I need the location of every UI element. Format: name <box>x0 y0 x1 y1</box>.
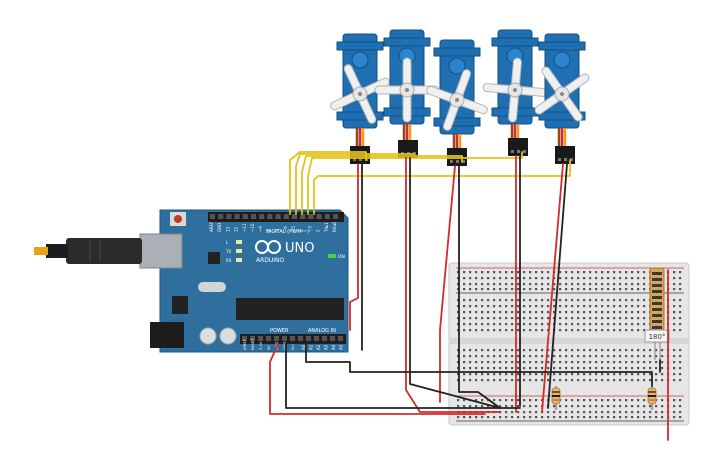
servo-horn <box>426 69 488 131</box>
digital-pin-label: 12 <box>234 226 239 232</box>
breadboard-holes <box>457 271 682 419</box>
digital-pin-label: 4 <box>299 229 304 232</box>
servo-motor <box>330 33 390 146</box>
servo-horn <box>374 57 440 123</box>
atmega-chip <box>236 298 344 320</box>
led-label: RX <box>226 258 232 263</box>
servo-horn <box>482 57 548 123</box>
power-pin-label: IOREF <box>243 339 247 350</box>
servo-horn <box>534 66 590 122</box>
digital-pin-label: 2 <box>316 229 321 232</box>
digital-pin-label: ~5 <box>291 226 296 232</box>
servo-connector <box>447 148 467 166</box>
led-label: TX <box>225 249 231 254</box>
digital-pin-label: 7 <box>275 229 280 232</box>
servo-connector <box>350 146 370 164</box>
digital-pin-label: ~9 <box>258 226 263 232</box>
signal-wire <box>295 153 415 215</box>
digital-pin-holes <box>210 214 343 341</box>
on-label: ON <box>338 254 345 260</box>
on-led <box>328 254 336 258</box>
power-wire <box>439 165 456 403</box>
usb-connector <box>139 233 183 269</box>
usb-cable <box>66 238 142 264</box>
servo-horn <box>330 64 390 124</box>
servo-connector <box>555 146 575 164</box>
digital-pin-label: 13 <box>225 226 230 232</box>
board-model: UNO <box>285 241 314 256</box>
servo-motor <box>374 29 440 142</box>
power-wire <box>349 163 359 331</box>
ground-wire <box>409 157 501 409</box>
signal-wire <box>307 151 523 215</box>
ground-wire <box>285 343 521 409</box>
power-wire <box>541 163 564 413</box>
power-pin-label: RESET <box>251 338 255 350</box>
capacitor-1 <box>199 327 217 345</box>
arduino-uno-board: UNO ARDUINO DIGITAL (PWM ~) POWER ANALOG… <box>34 209 349 353</box>
ground-wire <box>547 163 568 409</box>
servo-group <box>330 29 590 166</box>
digital-pin-label: ~6 <box>283 226 288 232</box>
digital-pin-label: ~11 <box>242 223 247 232</box>
led-labels: L TX RX <box>225 240 242 263</box>
power-wire <box>405 157 501 413</box>
power-pin-label: 5V <box>267 345 271 350</box>
power-wire <box>269 343 486 415</box>
analog-pin-label: A2 <box>316 344 321 350</box>
flex-sensor-label: 180° <box>649 333 666 341</box>
signal-wire <box>301 155 463 215</box>
servo-connector <box>508 138 528 156</box>
analog-pin-label: A1 <box>309 344 314 350</box>
digital-pin-label: RX◂0 <box>332 221 337 232</box>
power-header-label: POWER <box>270 328 289 334</box>
analog-header-label: ANALOG IN <box>308 328 336 334</box>
resistor-1 <box>551 386 561 410</box>
digital-pin-label: TX▸1 <box>324 222 329 233</box>
analog-pin-label: A5 <box>339 344 344 350</box>
analog-pin-label: A4 <box>331 344 336 350</box>
power-pin-label: 3.3V <box>259 341 263 350</box>
power-jack <box>150 322 184 348</box>
flex-sensor: 180° <box>644 267 670 360</box>
usb-chip <box>208 252 220 264</box>
led-label: L <box>226 240 229 245</box>
analog-pin-label: A0 <box>301 344 306 350</box>
digital-pin-label: AREF <box>209 221 214 232</box>
analog-pin-label: A3 <box>324 344 329 350</box>
digital-pin-label: ~3 <box>307 226 312 232</box>
digital-pin-label: 8 <box>266 229 271 232</box>
capacitor-2 <box>219 327 237 345</box>
digital-pin-label: ~10 <box>250 223 255 232</box>
voltage-regulator <box>172 296 188 314</box>
ground-wire <box>458 165 501 409</box>
crystal <box>198 282 226 292</box>
digital-pin-label: GND <box>217 223 222 232</box>
wires <box>269 151 669 441</box>
board-brand: ARDUINO <box>256 257 285 264</box>
digital-header-label: DIGITAL (PWM ~) <box>266 229 309 235</box>
breadboard <box>448 262 690 426</box>
arduino-logo <box>255 240 281 254</box>
power-pin-label: Vin <box>291 344 295 350</box>
servo-motor <box>426 39 488 152</box>
servo-motor <box>534 33 590 146</box>
power-pin-label: GND <box>283 342 287 350</box>
signal-wire <box>313 159 571 215</box>
resistor-2 <box>647 386 657 410</box>
ground-wire <box>305 343 653 387</box>
